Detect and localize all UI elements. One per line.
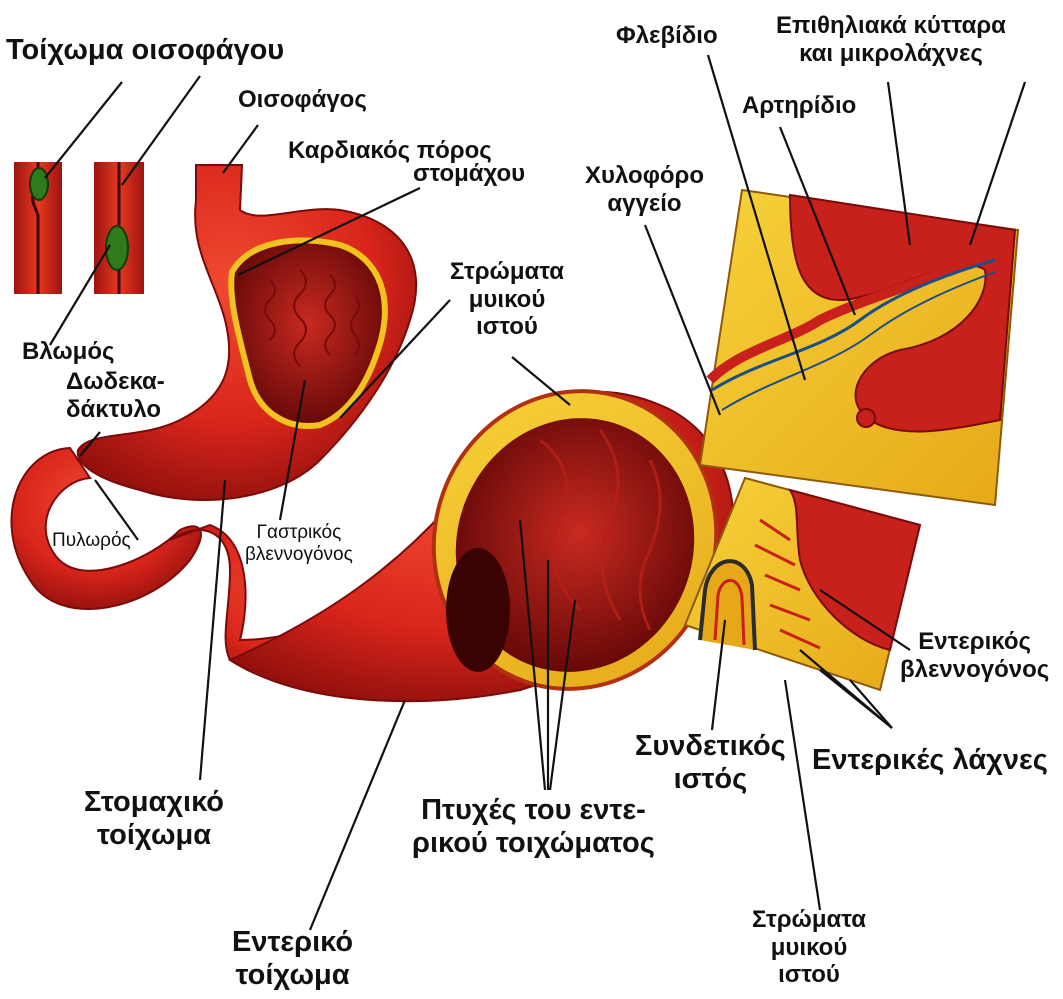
label-muscle-layers-intestine: Στρώματα μυικού ιστού	[752, 906, 866, 989]
label-stomach-wall: Στομαχικό τοίχωμα	[84, 786, 224, 853]
label-stomach-wall-line1: Στομαχικό	[84, 786, 224, 819]
label-stomach-wall-line2: τοίχωμα	[84, 819, 224, 852]
label-duodenum-line2: δάκτυλο	[66, 396, 165, 424]
label-gastric-mucosa-line1: Γαστρικός	[245, 522, 353, 544]
label-cardia-line2: στομάχου	[288, 163, 525, 186]
label-muscle-layers-stomach-line2: μυικού	[450, 286, 564, 314]
label-lacteal-line1: Χυλοφόρο	[585, 162, 704, 190]
label-lacteal-line2: αγγείο	[585, 190, 704, 218]
label-intestinal-mucosa: Εντερικός βλεννογόνος	[900, 628, 1049, 683]
esophagus-inset-right	[94, 162, 144, 294]
esophagus-inset-left	[14, 162, 62, 294]
label-intestinal-folds-line1: Πτυχές του εντε-	[412, 794, 655, 827]
label-intestinal-mucosa-line1: Εντερικός	[900, 628, 1049, 656]
label-bolus: Βλωμός	[22, 338, 114, 366]
label-esophagus: Οισοφάγος	[238, 86, 367, 114]
label-muscle-layers-stomach: Στρώματα μυικού ιστού	[450, 258, 564, 341]
label-duodenum-line1: Δωδεκα-	[66, 368, 165, 396]
label-intestinal-villi: Εντερικές λάχνες	[812, 744, 1048, 777]
label-muscle-layers-intestine-line1: Στρώματα	[752, 906, 866, 934]
label-epithelial-cells-line2: και μικρολάχνες	[776, 40, 1006, 68]
label-lacteal: Χυλοφόρο αγγείο	[585, 162, 704, 217]
villus-closeup	[700, 190, 1018, 505]
label-muscle-layers-intestine-line2: μυικού	[752, 934, 866, 962]
label-muscle-layers-stomach-line1: Στρώματα	[450, 258, 564, 286]
label-epithelial-cells-line1: Επιθηλιακά κύτταρα	[776, 12, 1006, 40]
label-muscle-layers-intestine-line3: ιστού	[752, 961, 866, 989]
label-intestinal-wall-line2: τοίχωμα	[232, 959, 353, 992]
label-cardia: Καρδιακός πόρος στομάχου	[288, 140, 525, 186]
label-gastric-mucosa: Γαστρικός βλεννογόνος	[245, 522, 353, 566]
label-intestinal-wall-line1: Εντερικό	[232, 926, 353, 959]
label-connective-tissue: Συνδετικός ιστός	[635, 730, 786, 797]
label-gastric-mucosa-line2: βλεννογόνος	[245, 544, 353, 566]
label-intestinal-folds: Πτυχές του εντε- ρικού τοιχώματος	[412, 794, 655, 861]
label-pylorus: Πυλωρός	[52, 530, 131, 552]
intestine-inner-dark	[446, 548, 510, 672]
label-esophageal-wall: Τοίχωμα οισοφάγου	[6, 34, 284, 67]
label-intestinal-mucosa-line2: βλεννογόνος	[900, 656, 1049, 684]
label-connective-tissue-line1: Συνδετικός	[635, 730, 786, 763]
label-intestinal-wall: Εντερικό τοίχωμα	[232, 926, 353, 993]
label-connective-tissue-line2: ιστός	[635, 763, 786, 796]
label-epithelial-cells: Επιθηλιακά κύτταρα και μικρολάχνες	[776, 12, 1006, 67]
label-duodenum: Δωδεκα- δάκτυλο	[66, 368, 165, 423]
label-venule: Φλεβίδιο	[616, 22, 718, 50]
label-arteriole: Αρτηρίδιο	[742, 92, 856, 120]
label-intestinal-folds-line2: ρικού τοιχώματος	[412, 827, 655, 860]
label-muscle-layers-stomach-line3: ιστού	[450, 313, 564, 341]
